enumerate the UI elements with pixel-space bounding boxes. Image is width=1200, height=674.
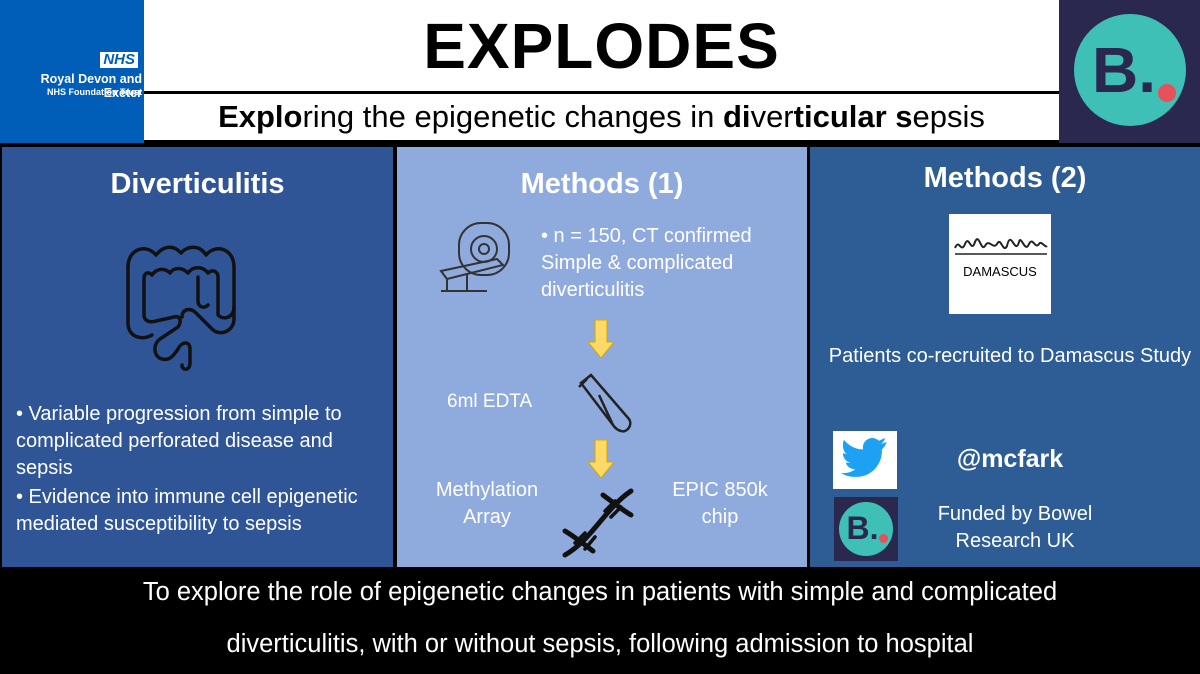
aim-footer: To explore the role of epigenetic change… xyxy=(0,567,1200,674)
bowel-research-logo-box: B. xyxy=(1059,0,1200,143)
subtitle-part: Explo xyxy=(218,99,303,134)
subtitle-part: s xyxy=(895,99,913,134)
methods-1-panel: Methods (1) • n = 150, CT confirmed Simp… xyxy=(397,147,807,567)
methylation-array-label: Methylation Array xyxy=(435,479,539,528)
bullet-variable-progression: • Variable progression from simple to co… xyxy=(16,403,342,479)
bowel-research-logo-dot xyxy=(1158,84,1176,102)
twitter-logo-box xyxy=(833,431,897,489)
bowel-research-logo-letter: B. xyxy=(1092,34,1156,106)
diverticulitis-heading: Diverticulitis xyxy=(110,168,285,200)
subtitle-part: ver xyxy=(750,99,794,134)
twitter-icon xyxy=(841,437,887,477)
ct-scanner-icon xyxy=(439,222,510,292)
epic-chip-label: EPIC 850k chip xyxy=(672,479,768,528)
bowel-research-small-logo-dot xyxy=(879,534,888,543)
co-recruited-text: Patients co-recruited to Damascus Study xyxy=(828,345,1192,367)
bullet-immune-evidence: • Evidence into immune cell epigenetic m… xyxy=(16,486,358,535)
dna-icon xyxy=(562,488,634,558)
subtitle-part: ticular xyxy=(793,99,896,134)
edta-label: 6ml EDTA xyxy=(447,391,533,412)
diverticulitis-panel: Diverticulitis • Variable progression fr… xyxy=(2,147,393,567)
bowel-research-small-logo: B. xyxy=(839,502,893,556)
subtitle-box: Exploring the epigenetic changes in dive… xyxy=(144,91,1059,143)
nhs-trust-name: Royal Devon and Exeter xyxy=(40,72,142,100)
damascus-logo-text: DAMASCUS xyxy=(963,264,1037,279)
title-box: EXPLODES xyxy=(144,0,1059,91)
aim-line-2: diverticulitis, with or without sepsis, … xyxy=(226,630,974,658)
nhs-logo: NHS xyxy=(100,52,138,68)
funded-by-text: Funded by Bowel Research UK xyxy=(937,503,1093,552)
bowel-research-small-logo-letter: B. xyxy=(846,510,879,546)
methods-2-heading: Methods (2) xyxy=(923,162,1087,194)
subtitle-part: ring the epigenetic changes in xyxy=(302,99,723,134)
page-subtitle: Exploring the epigenetic changes in dive… xyxy=(144,94,1059,140)
nhs-logo-box: NHS Royal Devon and Exeter NHS Foundatio… xyxy=(0,0,144,143)
damascus-logo: DAMASCUS xyxy=(949,214,1051,314)
down-arrow-icon xyxy=(588,320,614,358)
bullet-n-150: • n = 150, CT confirmed Simple & complic… xyxy=(541,225,752,301)
damascus-squiggle-icon xyxy=(954,238,1048,255)
bowel-research-small-logo-box: B. xyxy=(834,497,898,561)
intestine-icon xyxy=(126,245,236,371)
methods-2-panel: Methods (2) DAMASCUS Patients co-recruit… xyxy=(810,147,1200,567)
blood-tube-icon xyxy=(578,373,632,433)
page-title: EXPLODES xyxy=(423,10,780,82)
bowel-research-logo: B. xyxy=(1074,14,1186,126)
aim-line-1: To explore the role of epigenetic change… xyxy=(142,578,1058,606)
nhs-trust-subname: NHS Foundation Trust xyxy=(47,87,142,97)
methods-1-heading: Methods (1) xyxy=(520,168,684,200)
subtitle-part: di xyxy=(723,99,751,134)
down-arrow-icon xyxy=(588,440,614,478)
twitter-handle[interactable]: @mcfark xyxy=(956,445,1064,473)
subtitle-part: epsis xyxy=(912,99,985,134)
